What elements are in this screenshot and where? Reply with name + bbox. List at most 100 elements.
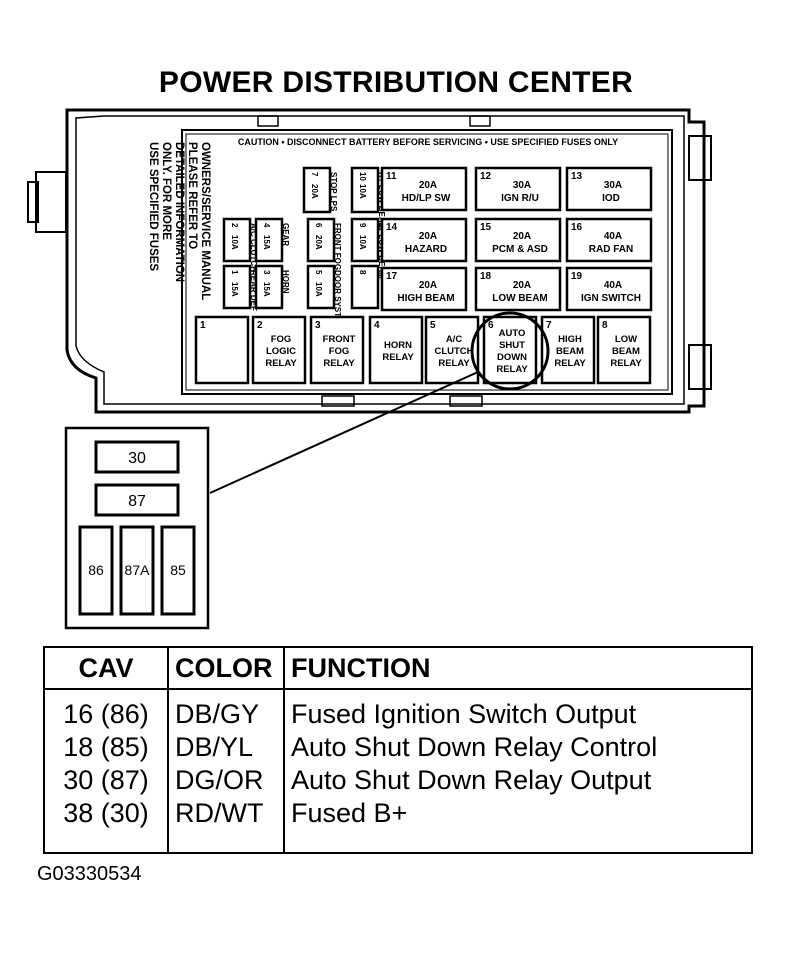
relay-label-line: LOGIC xyxy=(266,346,296,357)
mini-fuse-outline xyxy=(350,217,380,263)
mini-fuse-circuit: REAR DEF xyxy=(249,270,258,311)
fuse-amperage: 40A xyxy=(604,280,622,291)
relay-number: 8 xyxy=(602,320,608,331)
cell-cav: 16 (86) xyxy=(43,689,169,731)
side-note-line: PLEASE REFER TO xyxy=(186,142,198,249)
mini-fuse-number: 3 xyxy=(262,270,271,275)
fuse-circuit: IGN R/U xyxy=(501,193,539,204)
mini-fuse-number: 4 xyxy=(262,223,271,228)
header-function: FUNCTION xyxy=(283,646,753,690)
terminal-86-label: 86 xyxy=(88,562,104,578)
cell-function: Auto Shut Down Relay Control xyxy=(283,731,753,764)
header-color: COLOR xyxy=(167,646,285,690)
fuse-number: 14 xyxy=(386,222,398,233)
relay-outline xyxy=(251,315,307,385)
relay-number: 6 xyxy=(488,320,494,331)
relay-outline xyxy=(194,315,250,385)
fuse-outline xyxy=(474,217,562,263)
figure-id: G03330534 xyxy=(37,863,142,885)
fuse-amperage: 20A xyxy=(513,280,531,291)
mini-fuse-number: 7 xyxy=(310,172,319,177)
fuse-circuit: HIGH BEAM xyxy=(397,293,454,304)
mini-fuse-text: 6 20A FRONT FOG xyxy=(314,223,342,270)
fuse-outline xyxy=(565,166,653,212)
relay-label-line: RELAY xyxy=(382,352,414,363)
mini-fuse-outline xyxy=(254,264,284,310)
mini-fuse-amperage: 10A xyxy=(314,282,323,297)
fuse-number: 11 xyxy=(386,171,397,182)
fuse-outline xyxy=(380,217,468,263)
terminal-85-label: 85 xyxy=(170,562,186,578)
mini-fuse-amperage: 15A xyxy=(262,282,271,297)
cell-color: DG/OR xyxy=(167,764,285,797)
terminal-87-label: 87 xyxy=(128,493,146,510)
fuse-amperage: 20A xyxy=(513,231,531,242)
mini-fuse-amperage: 15A xyxy=(230,282,239,297)
relay-number: 7 xyxy=(546,320,552,331)
relay-outline xyxy=(309,315,365,385)
cell-color: DB/YL xyxy=(167,731,285,764)
mini-fuse-circuit: GEAR xyxy=(281,223,290,246)
fuse-circuit: IGN SWITCH xyxy=(581,293,641,304)
mini-fuse-outline xyxy=(254,217,284,263)
mini-fuse-circuit: STOP LPS xyxy=(329,172,338,212)
relay-outline xyxy=(596,315,652,385)
mini-fuse-circuit: FRONT FOG xyxy=(333,223,342,270)
mini-fuse-outline xyxy=(306,217,336,263)
cell-cav: 38 (30) xyxy=(43,797,169,854)
fuse-outline xyxy=(474,266,562,312)
relay-label-line: DOWN xyxy=(497,352,527,363)
fuse-number: 13 xyxy=(571,171,583,182)
relay-label-line: A/C xyxy=(446,334,463,345)
table-row: 18 (85) DB/YL Auto Shut Down Relay Contr… xyxy=(43,731,753,764)
mini-fuse-number: 10 xyxy=(358,172,367,181)
mini-fuse-outline xyxy=(222,217,252,263)
mini-fuse-amperage: 20A xyxy=(310,184,319,199)
fuse-circuit: IOD xyxy=(602,193,620,204)
mini-fuse-number: 9 xyxy=(358,223,367,228)
relay-label-line: AUTO xyxy=(499,328,526,339)
mini-fuse-amperage: 20A xyxy=(314,235,323,250)
fuse-13: 13 30A IOD xyxy=(565,166,653,212)
relay-outline xyxy=(424,315,480,385)
relay-cavity-detail: 30 87 86 87A 85 xyxy=(64,426,210,630)
relay-label-line: SHUT xyxy=(499,340,525,351)
table-row: 30 (87) DG/OR Auto Shut Down Relay Outpu… xyxy=(43,764,753,797)
mini-fuse-number: 8 xyxy=(358,270,367,275)
fuse-outline xyxy=(380,266,468,312)
cell-color: RD/WT xyxy=(167,797,285,854)
mini-fuse-outline xyxy=(350,166,380,214)
leader-line xyxy=(209,371,479,494)
mini-fuse-7: 7 20A STOP LPS xyxy=(302,166,338,214)
side-note-line: ONLY. FOR MORE xyxy=(160,142,172,240)
relay-label-line: FOG xyxy=(271,334,292,345)
mini-fuse-text: 7 20A STOP LPS xyxy=(310,172,338,212)
mini-fuse-4: 4 15A GEAR xyxy=(254,217,290,263)
relay-number: 2 xyxy=(257,320,263,331)
fuse-amperage: 40A xyxy=(604,231,622,242)
mini-fuse-number: 6 xyxy=(314,223,323,228)
diagram-title: POWER DISTRIBUTION CENTER xyxy=(158,66,634,99)
mini-fuse-amperage: 15A xyxy=(262,235,271,250)
relay-label-line: RELAY xyxy=(265,358,297,369)
fuse-number: 15 xyxy=(480,222,492,233)
fuse-outline xyxy=(474,166,562,212)
relay-label-line: RELAY xyxy=(438,358,470,369)
fuse-amperage: 30A xyxy=(604,180,622,191)
mini-fuse-6: 6 20A FRONT FOG xyxy=(306,217,342,270)
